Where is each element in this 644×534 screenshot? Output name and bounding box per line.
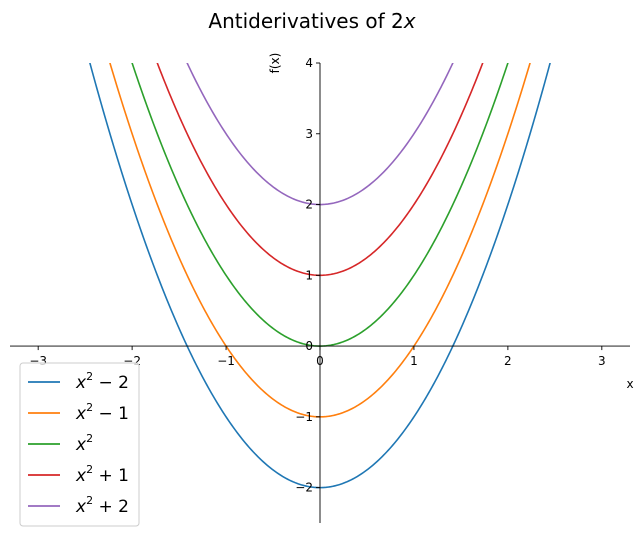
x-tick-label: 0	[316, 354, 324, 368]
y-tick-label: −1	[295, 410, 313, 424]
x-tick-label: −1	[217, 354, 235, 368]
legend-label: x2 + 2	[75, 494, 129, 517]
y-axis-label: f(x)	[268, 53, 282, 74]
legend-label-exponent: 2	[86, 463, 93, 476]
legend-label-exponent: 2	[86, 494, 93, 507]
legend-label-base: x	[75, 497, 87, 517]
legend-label-suffix: − 1	[93, 404, 129, 424]
y-tick-label: 1	[305, 268, 313, 282]
chart-title-variable: x	[403, 9, 416, 33]
legend-label-suffix: + 1	[93, 466, 129, 486]
legend-label: x2 + 1	[75, 463, 129, 486]
legend-box	[19, 362, 140, 527]
x-tick-label: 2	[504, 354, 512, 368]
legend-label-base: x	[75, 373, 87, 393]
y-tick-label: 0	[305, 339, 313, 353]
y-tick-label: 3	[305, 127, 313, 141]
chart-title: Antiderivatives of 2x	[208, 9, 415, 33]
legend-label: x2 − 1	[75, 401, 129, 424]
legend-label: x2 − 2	[75, 370, 129, 393]
legend-label-base: x	[75, 404, 87, 424]
legend-label-base: x	[75, 466, 87, 486]
legend-label-exponent: 2	[86, 370, 93, 383]
x-tick-label: 1	[410, 354, 418, 368]
legend-label-exponent: 2	[86, 401, 93, 414]
chart-title-prefix: Antiderivatives of 2	[208, 9, 403, 33]
legend-label-exponent: 2	[86, 432, 93, 445]
y-tick-label: −2	[295, 481, 313, 495]
legend-label-suffix: + 2	[93, 497, 129, 517]
legend-label: x2	[75, 432, 93, 455]
x-tick-label: 3	[598, 354, 606, 368]
y-tick-label: 4	[305, 56, 313, 70]
legend-label-suffix: − 2	[93, 373, 129, 393]
y-tick-label: 2	[305, 198, 313, 212]
x-axis-label: x	[626, 377, 633, 391]
legend-label-base: x	[75, 435, 87, 455]
